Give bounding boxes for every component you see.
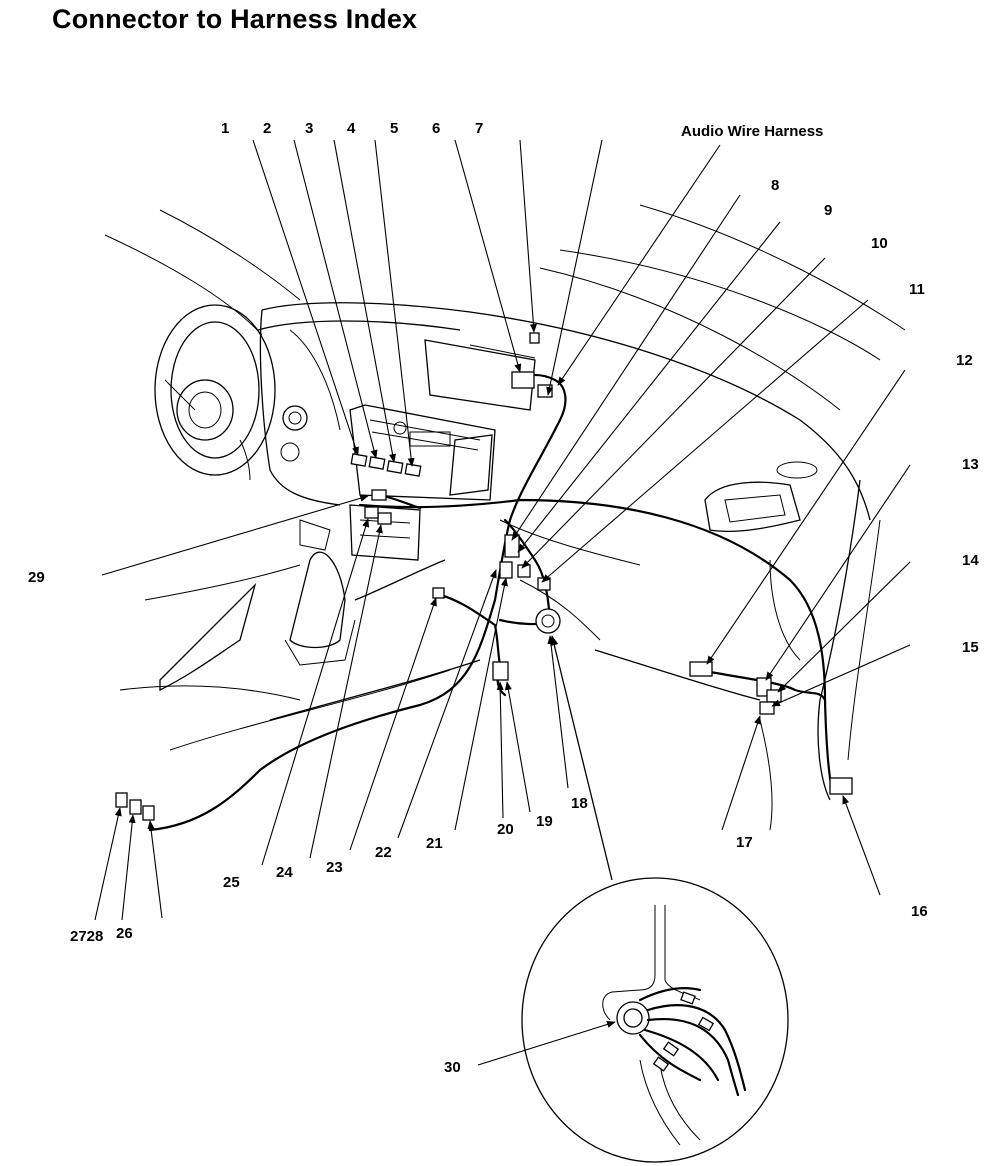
connector-7 <box>529 332 540 344</box>
callout-26: 26 <box>116 925 133 942</box>
connector-4 <box>404 463 422 477</box>
callout-22: 22 <box>375 844 392 861</box>
callout-29: 29 <box>28 569 45 586</box>
connector-1 <box>350 453 368 467</box>
callout-9: 9 <box>824 202 832 219</box>
callout-2: 2 <box>263 120 271 137</box>
callout-11: 11 <box>909 281 925 298</box>
callout-6: 6 <box>432 120 440 137</box>
connector-9 <box>517 564 531 578</box>
ground-18 <box>535 608 561 634</box>
callout-1: 1 <box>221 120 229 137</box>
callout-10: 10 <box>871 235 888 252</box>
audio-wire-harness-label: Audio Wire Harness <box>681 123 823 140</box>
connector-16 <box>829 777 853 795</box>
callout-3: 3 <box>305 120 313 137</box>
callout-21: 21 <box>426 835 443 852</box>
callout-16: 16 <box>911 903 928 920</box>
callout-2728: 2728 <box>70 928 103 945</box>
connector-24 <box>364 506 379 519</box>
callout-18: 18 <box>571 795 588 812</box>
connector-15 <box>759 701 775 715</box>
callout-23: 23 <box>326 859 343 876</box>
callout-7: 7 <box>475 120 483 137</box>
callout-20: 20 <box>497 821 514 838</box>
connector-2 <box>368 456 386 470</box>
connector-23 <box>377 512 392 525</box>
connector-28 <box>142 805 155 821</box>
connector-22 <box>432 587 445 599</box>
callout-17: 17 <box>736 834 753 851</box>
callout-13: 13 <box>962 456 979 473</box>
callout-labels: 1 2 3 4 5 6 7 Audio Wire Harness 8 9 10 … <box>28 120 979 1076</box>
callout-19: 19 <box>536 813 553 830</box>
connector-5 <box>371 489 387 501</box>
connector-27 <box>115 792 128 808</box>
callout-4: 4 <box>347 120 356 137</box>
connector-3 <box>386 460 404 474</box>
callout-24: 24 <box>276 864 293 881</box>
connector-6 <box>511 371 535 389</box>
callout-14: 14 <box>962 552 979 569</box>
connector-12 <box>689 661 713 677</box>
leader-lines <box>94 139 911 921</box>
page-title: Connector to Harness Index <box>52 4 418 34</box>
connector-8 <box>504 534 520 558</box>
callout-30: 30 <box>444 1059 461 1076</box>
callout-8: 8 <box>771 177 779 194</box>
detail-inset <box>477 877 789 1163</box>
connectors <box>115 332 853 821</box>
connector-19 <box>492 661 509 681</box>
callout-15: 15 <box>962 639 979 656</box>
callout-12: 12 <box>956 352 973 369</box>
connector-26 <box>129 799 142 815</box>
connector-21 <box>499 561 513 579</box>
callout-5: 5 <box>390 120 398 137</box>
callout-25: 25 <box>223 874 240 891</box>
